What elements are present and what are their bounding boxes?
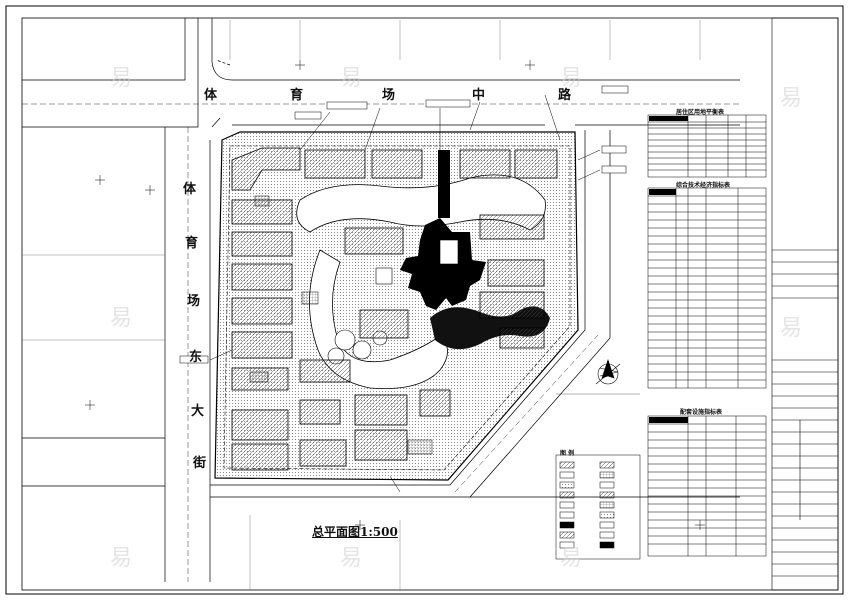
west-road-char-3: 场 xyxy=(187,294,201,309)
residential-table-title: 居住区用地平衡表 xyxy=(676,109,725,116)
watermark-6: 易 xyxy=(780,316,803,341)
facility-table-title: 配套设施指标表 xyxy=(680,409,723,416)
watermark-1: 易 xyxy=(110,66,133,91)
watermark-5: 易 xyxy=(110,306,133,331)
facility-table xyxy=(647,415,767,557)
drawing-title: 总平面图1:500 xyxy=(312,525,398,539)
west-road-char-2: 育 xyxy=(185,236,199,251)
building-blocks xyxy=(231,147,558,471)
watermark-4: 易 xyxy=(780,86,803,111)
watermark-3: 易 xyxy=(560,66,583,91)
north-road-char-1: 体 xyxy=(204,88,218,103)
west-road-char-5: 大 xyxy=(191,404,205,419)
technical-table xyxy=(647,187,767,389)
west-road xyxy=(22,127,740,582)
north-road-char-2: 育 xyxy=(290,88,304,103)
table-dark-cells xyxy=(649,116,688,423)
watermark-9: 易 xyxy=(560,546,583,571)
west-road-char-4: 东 xyxy=(189,350,203,365)
outer-border xyxy=(5,5,844,595)
watermark-7: 易 xyxy=(110,546,133,571)
diagonal-road xyxy=(449,130,611,498)
north-road-char-4: 中 xyxy=(472,88,486,103)
north-road-char-3: 场 xyxy=(382,88,396,103)
technical-table-title: 综合技术经济指标表 xyxy=(676,182,731,189)
label-boxes xyxy=(179,85,629,364)
parcel-lines xyxy=(22,20,701,590)
north-road-char-5: 路 xyxy=(558,88,572,103)
watermark-8: 易 xyxy=(340,546,363,571)
watermark-2: 易 xyxy=(340,66,363,91)
north-arrow-icon xyxy=(595,359,621,385)
legend xyxy=(555,454,641,560)
survey-crosses xyxy=(85,60,705,530)
north-road xyxy=(22,18,740,128)
west-road-char-1: 体 xyxy=(183,182,197,197)
legend-title: 图 例 xyxy=(560,450,575,457)
residential-table xyxy=(647,114,767,178)
garden-patches xyxy=(249,195,433,455)
west-road-char-6: 街 xyxy=(193,456,207,471)
title-block xyxy=(771,17,839,591)
leader-lines xyxy=(209,94,601,493)
